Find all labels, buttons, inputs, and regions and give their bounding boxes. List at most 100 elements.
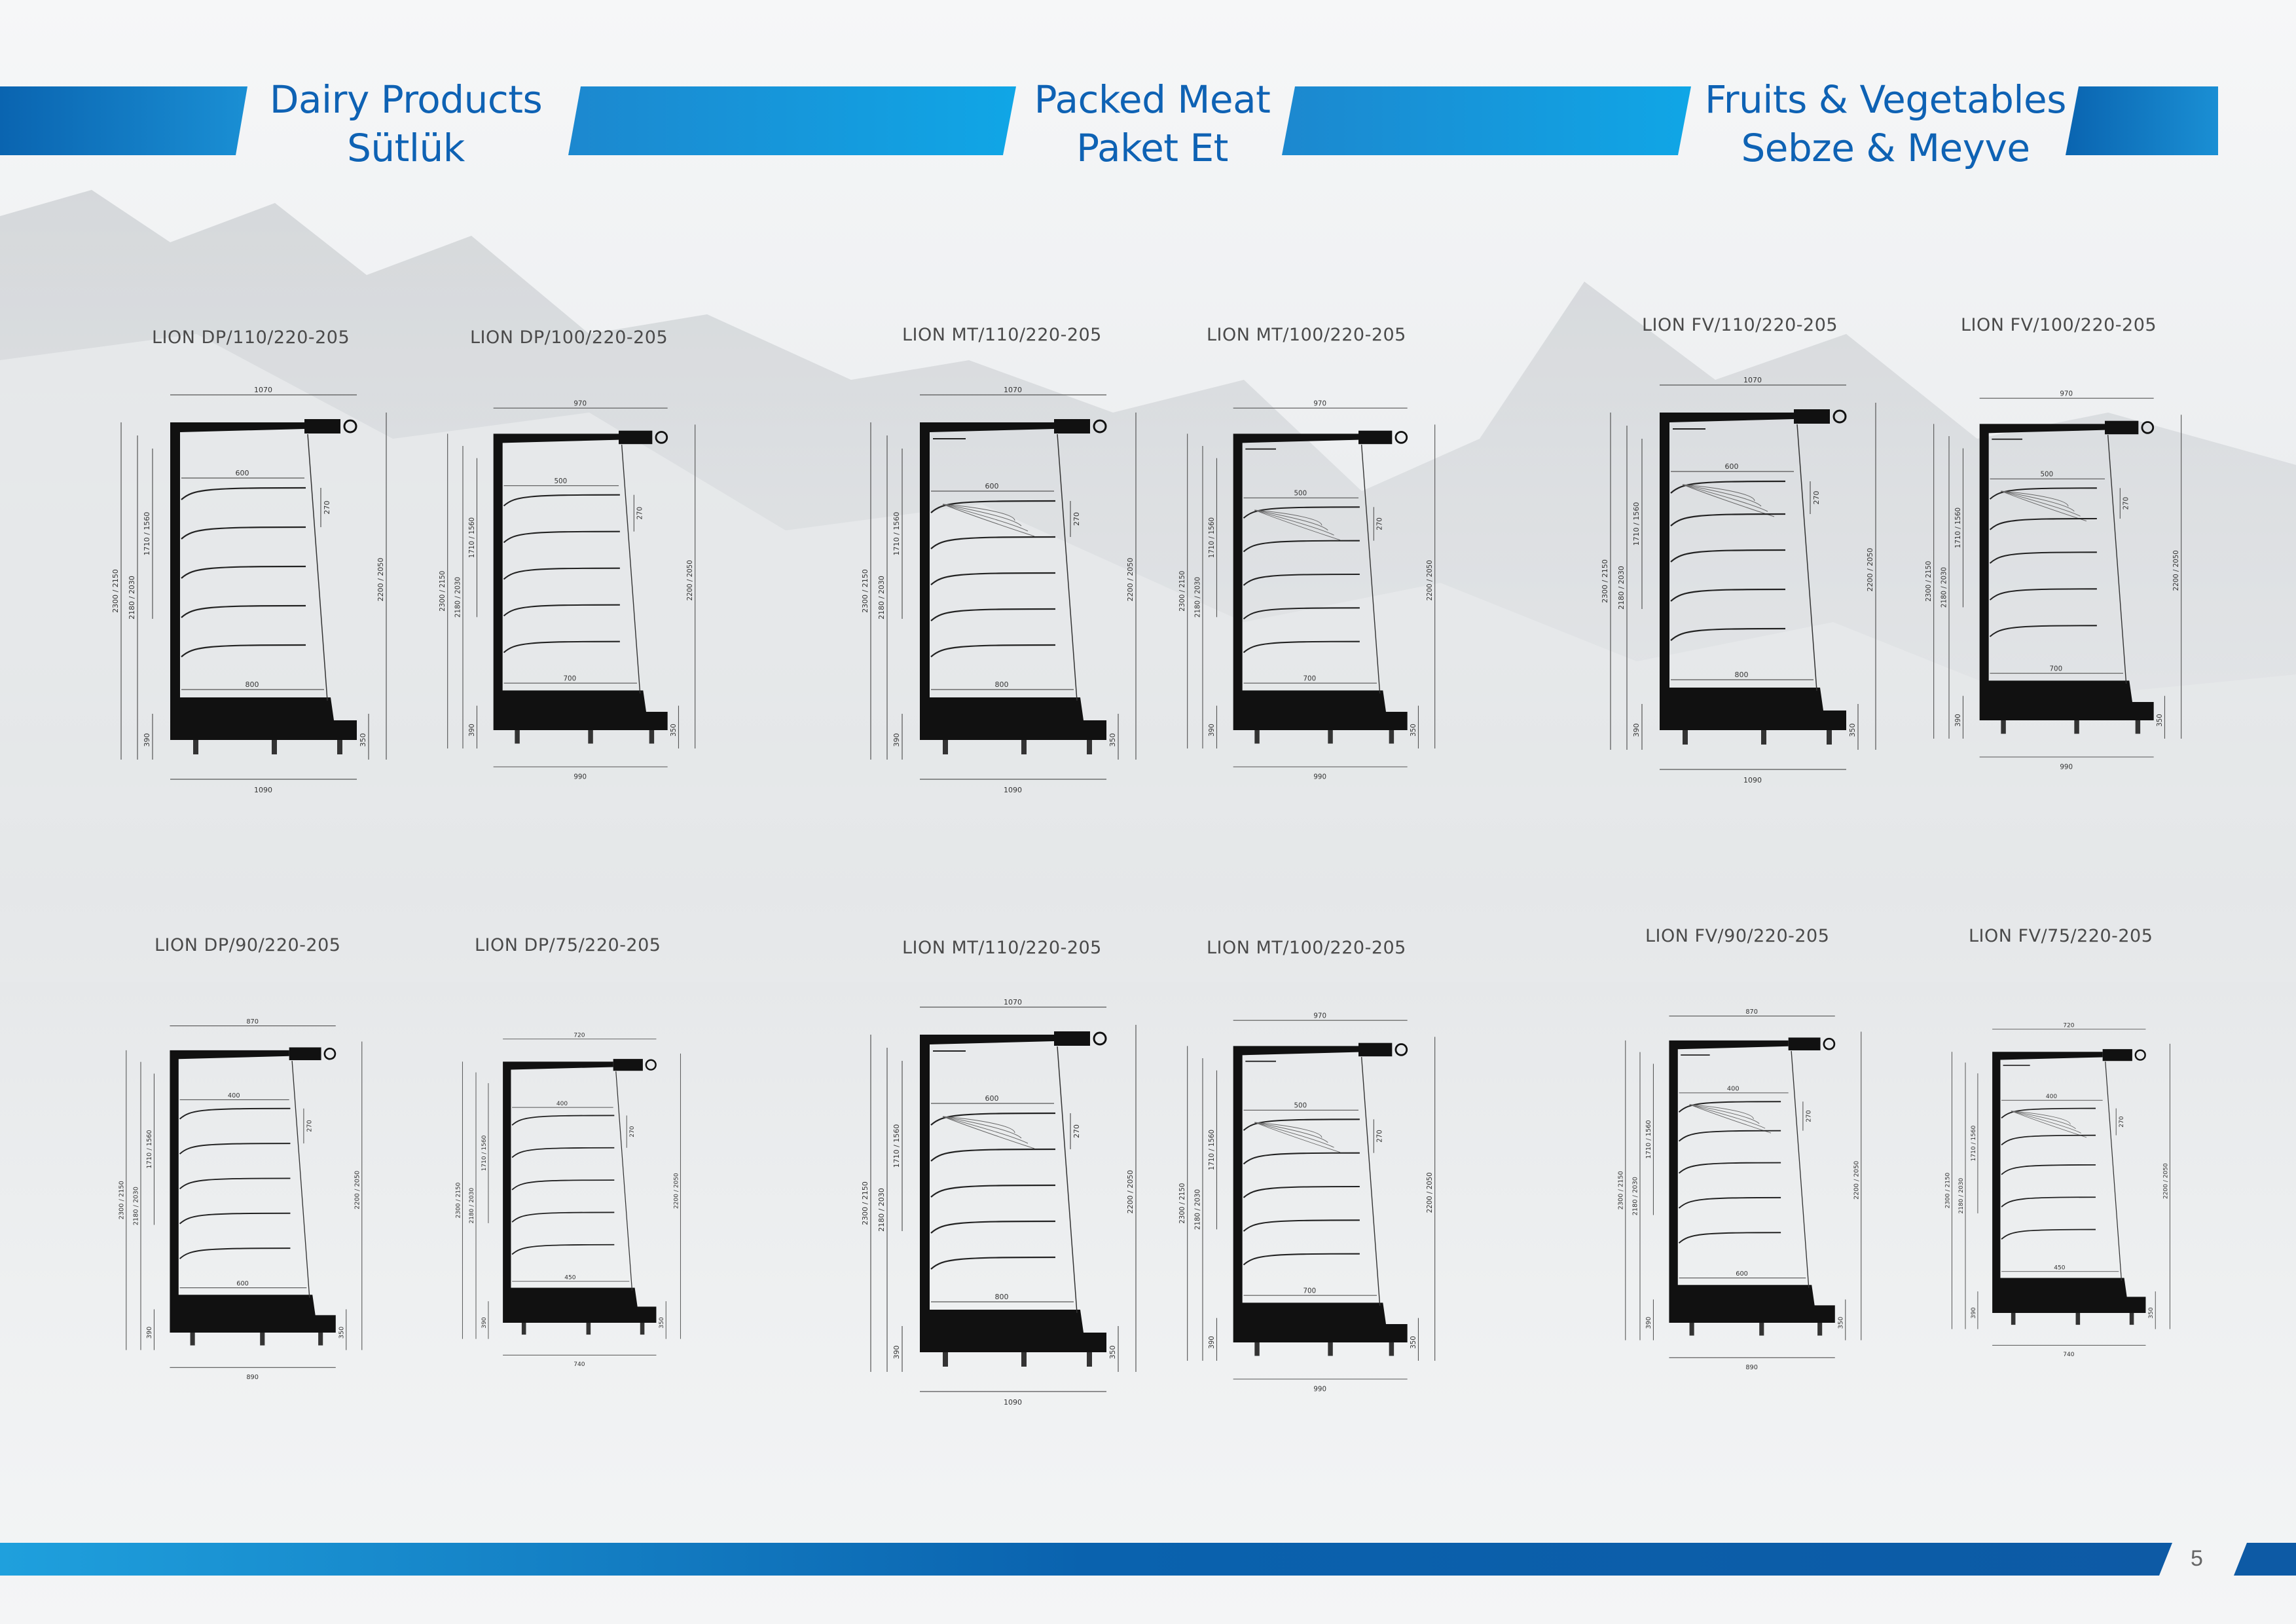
- shelf: [1670, 549, 1786, 563]
- dimension-label: 800: [246, 680, 259, 689]
- shelf: [1243, 506, 1360, 519]
- dimension-label: 400: [1727, 1085, 1740, 1092]
- dimension-label: 720: [574, 1032, 585, 1039]
- dimension-label: 1070: [1743, 376, 1762, 384]
- dimension-label: 2300 / 2150: [1617, 1171, 1624, 1209]
- dimension-label: 2180 / 2030: [1194, 577, 1201, 618]
- shelf-product-curve: [2001, 490, 2069, 507]
- shelf-product-curve: [942, 504, 1029, 532]
- cabinet-foot: [649, 730, 655, 744]
- dimension-label: 2180 / 2030: [1194, 1189, 1201, 1230]
- dimension-label: 270: [636, 507, 644, 520]
- dimension-label: 2300 / 2150: [455, 1182, 462, 1218]
- header-dairy: Dairy Products Sütlük: [249, 75, 563, 172]
- shelf: [1243, 1219, 1360, 1232]
- shelf-product-curve: [2011, 1111, 2087, 1138]
- dimension-label: 390: [1645, 1317, 1652, 1329]
- shelf-product-curve: [1254, 1122, 1328, 1143]
- dimension-label: 1070: [1004, 386, 1022, 394]
- cabinet-body: [1233, 434, 1408, 730]
- dimension-label: 2300 / 2150: [439, 571, 446, 612]
- dimension-label: 350: [2148, 1307, 2155, 1318]
- model-title: LION DP/110/220-205: [152, 327, 350, 348]
- shelf-product-curve: [1254, 509, 1322, 526]
- dimension-label: 600: [236, 1280, 249, 1287]
- cabinet-body: [503, 1061, 657, 1323]
- shelf: [930, 1220, 1056, 1234]
- shelf: [1243, 640, 1360, 654]
- shelf: [1243, 1253, 1360, 1266]
- dimension-label: 1710 / 1560: [468, 517, 476, 558]
- dimension-label: 350: [1108, 733, 1117, 747]
- shelf-product-curve: [942, 1116, 1015, 1134]
- dimension-label: 2180 / 2030: [128, 576, 136, 619]
- dimension-label: 390: [1208, 724, 1216, 737]
- shelf: [930, 1184, 1056, 1198]
- cabinet-body: [1992, 1052, 2146, 1313]
- shelf: [511, 1179, 615, 1190]
- cabinet-foot: [1254, 1342, 1260, 1356]
- cabinet-foot: [1689, 1323, 1694, 1336]
- shelf: [1670, 627, 1786, 641]
- dimension-label: 990: [2060, 764, 2073, 771]
- cabinet-foot: [943, 740, 948, 754]
- canopy-roller: [1093, 419, 1107, 434]
- model-title: LION MT/110/220-205: [902, 938, 1102, 958]
- shelf-product-curve: [2011, 1111, 2076, 1130]
- dimension-label: 2200 / 2050: [2162, 1163, 2169, 1199]
- footer-stripe: [0, 1543, 2296, 1576]
- dimension-label: 2300 / 2150: [1925, 561, 1933, 602]
- dimension-label: 740: [2063, 1352, 2074, 1358]
- shelf-product-curve: [942, 504, 1015, 521]
- front-line: [1791, 1050, 1810, 1288]
- dimension-label: 2180 / 2030: [133, 1187, 140, 1225]
- dimension-label: 1710 / 1560: [143, 512, 151, 556]
- dimension-label: 390: [1954, 714, 1962, 727]
- canopy-light: [1054, 1031, 1090, 1046]
- model-title: LION MT/110/220-205: [902, 325, 1102, 345]
- dimension-label: 2200 / 2050: [686, 560, 694, 600]
- dimension-label: 990: [1313, 773, 1326, 781]
- dimension-label: 2300 / 2150: [1601, 559, 1609, 603]
- cabinet-body: [920, 422, 1106, 740]
- canopy-roller: [1093, 1031, 1107, 1046]
- canopy-roller: [645, 1059, 657, 1071]
- canopy-roller: [2134, 1049, 2146, 1061]
- front-line: [2105, 1061, 2123, 1281]
- dimension-label: 800: [995, 1293, 1009, 1301]
- cabinet-body: [170, 422, 357, 740]
- cabinet-foot: [2129, 1313, 2134, 1325]
- dimension-label: 2180 / 2030: [1632, 1177, 1639, 1215]
- shelf: [511, 1147, 615, 1158]
- header-dairy-line2: Sütlük: [347, 126, 465, 170]
- cabinet-foot: [2074, 720, 2079, 734]
- canopy-light: [304, 419, 340, 434]
- front-line: [1057, 434, 1078, 701]
- shelf: [1678, 1162, 1781, 1174]
- dimension-label: 270: [323, 501, 331, 515]
- header-fruits-line1: Fruits & Vegetables: [1705, 77, 2066, 122]
- shelf: [1678, 1101, 1781, 1113]
- shelf: [503, 640, 620, 654]
- canopy-light: [619, 430, 653, 445]
- shelf: [2001, 1107, 2096, 1119]
- dimension-label: 2200 / 2050: [376, 558, 385, 602]
- canopy-light: [1794, 409, 1830, 424]
- shelf-product-curve: [2001, 490, 2087, 522]
- model-title: LION DP/90/220-205: [155, 935, 341, 955]
- shelf: [930, 644, 1056, 657]
- shelf: [511, 1115, 615, 1126]
- front-line: [2107, 435, 2127, 684]
- dimension-label: 270: [1072, 1124, 1081, 1138]
- dimension-label: 970: [574, 399, 587, 407]
- dimension-label: 2180 / 2030: [454, 577, 462, 618]
- shelf: [930, 572, 1056, 585]
- shelf-product-curve: [1254, 509, 1328, 531]
